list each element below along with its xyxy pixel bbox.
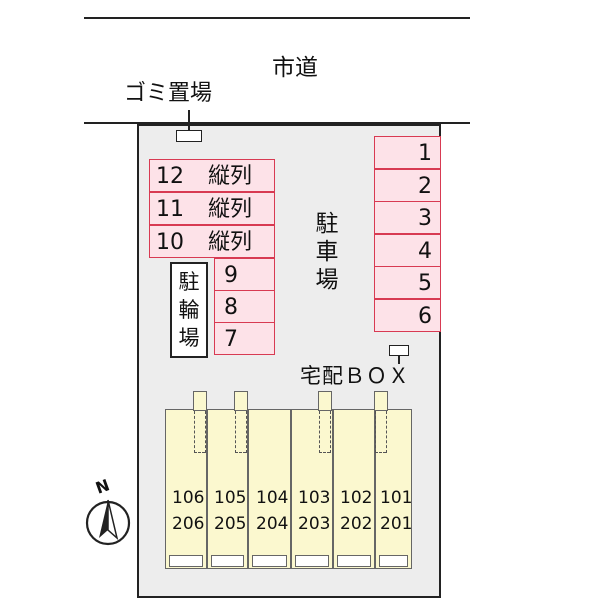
parking-space: 1 (374, 136, 441, 169)
delivery-connector (398, 356, 400, 364)
unit-number-floor1: 102 (340, 488, 373, 508)
parking-space: 5 (374, 266, 441, 299)
parking-space-number: 3 (418, 206, 432, 231)
garbage-label: ゴミ置場 (124, 81, 213, 106)
parking-space: 7 (214, 322, 275, 355)
porch-dashed-line (194, 452, 205, 453)
unit-entrance (211, 555, 244, 567)
unit-number-floor2: 206 (172, 514, 205, 534)
parking-space: 6 (374, 298, 441, 332)
parking-space-note: 縦列 (208, 230, 253, 255)
unit-number-floor2: 203 (298, 514, 331, 534)
unit-number-floor2: 204 (256, 514, 289, 534)
parking-space: 9 (214, 258, 275, 291)
unit-number-floor2: 205 (214, 514, 247, 534)
parking-space-number: 6 (418, 303, 432, 329)
unit-number-floor1: 104 (256, 488, 289, 508)
unit-porch (234, 391, 248, 411)
porch-dashed-line (205, 411, 206, 453)
parking-space-number: 10 (156, 230, 184, 255)
parking-label: 駐車場 (315, 211, 339, 293)
porch-dashed-line (375, 452, 386, 453)
unit-number-floor1: 101 (380, 488, 413, 508)
porch-dashed-line (194, 411, 195, 453)
porch-dashed-line (235, 411, 236, 453)
unit-number-floor1: 103 (298, 488, 331, 508)
delivery-label: 宅配ＢＯＸ (300, 364, 410, 388)
unit-entrance (295, 555, 329, 567)
bike-parking-label: 駐輪場 (178, 270, 200, 350)
unit-porch (318, 391, 332, 411)
parking-space-number: 9 (224, 263, 238, 288)
garbage-connector (188, 110, 190, 130)
parking-space-number: 2 (418, 173, 432, 199)
parking-space-note: 縦列 (208, 164, 253, 189)
parking-space-number: 5 (418, 271, 432, 296)
parking-space-note: 縦列 (208, 197, 253, 222)
parking-space-number: 8 (224, 295, 238, 320)
unit-porch (374, 391, 388, 411)
unit-number-floor1: 105 (214, 488, 247, 508)
parking-space-number: 1 (418, 141, 432, 166)
parking-space-number: 12 (156, 164, 184, 189)
compass-icon (85, 499, 131, 546)
unit-entrance (379, 555, 408, 567)
unit-porch (193, 391, 207, 411)
parking-space-number: 11 (156, 197, 184, 222)
road-label: 市道 (272, 55, 318, 81)
unit-number-floor2: 202 (340, 514, 373, 534)
parking-space: 2 (374, 168, 441, 202)
unit-entrance (169, 555, 203, 567)
unit-number-floor1: 106 (172, 488, 205, 508)
porch-dashed-line (319, 452, 330, 453)
porch-dashed-line (235, 452, 246, 453)
porch-dashed-line (246, 411, 247, 453)
porch-dashed-line (319, 411, 320, 453)
parking-space-tandem: 10 縦列 (149, 225, 275, 258)
parking-space: 4 (374, 233, 441, 267)
unit-entrance (252, 555, 287, 567)
parking-space-tandem: 12 縦列 (149, 159, 275, 192)
parking-space: 3 (374, 201, 441, 234)
garbage-box (176, 130, 202, 142)
parking-space-number: 4 (418, 238, 432, 264)
road-edge-bottom (84, 122, 470, 124)
unit-number-floor2: 201 (380, 514, 413, 534)
bike-parking-box: 駐輪場 (170, 262, 208, 358)
delivery-box (389, 345, 409, 356)
porch-dashed-line (375, 411, 376, 453)
porch-dashed-line (330, 411, 331, 453)
parking-space: 8 (214, 290, 275, 323)
porch-dashed-line (386, 411, 387, 453)
parking-space-tandem: 11 縦列 (149, 192, 275, 225)
road-edge-top (84, 17, 470, 19)
unit-entrance (337, 555, 371, 567)
parking-space-number: 7 (224, 327, 238, 352)
